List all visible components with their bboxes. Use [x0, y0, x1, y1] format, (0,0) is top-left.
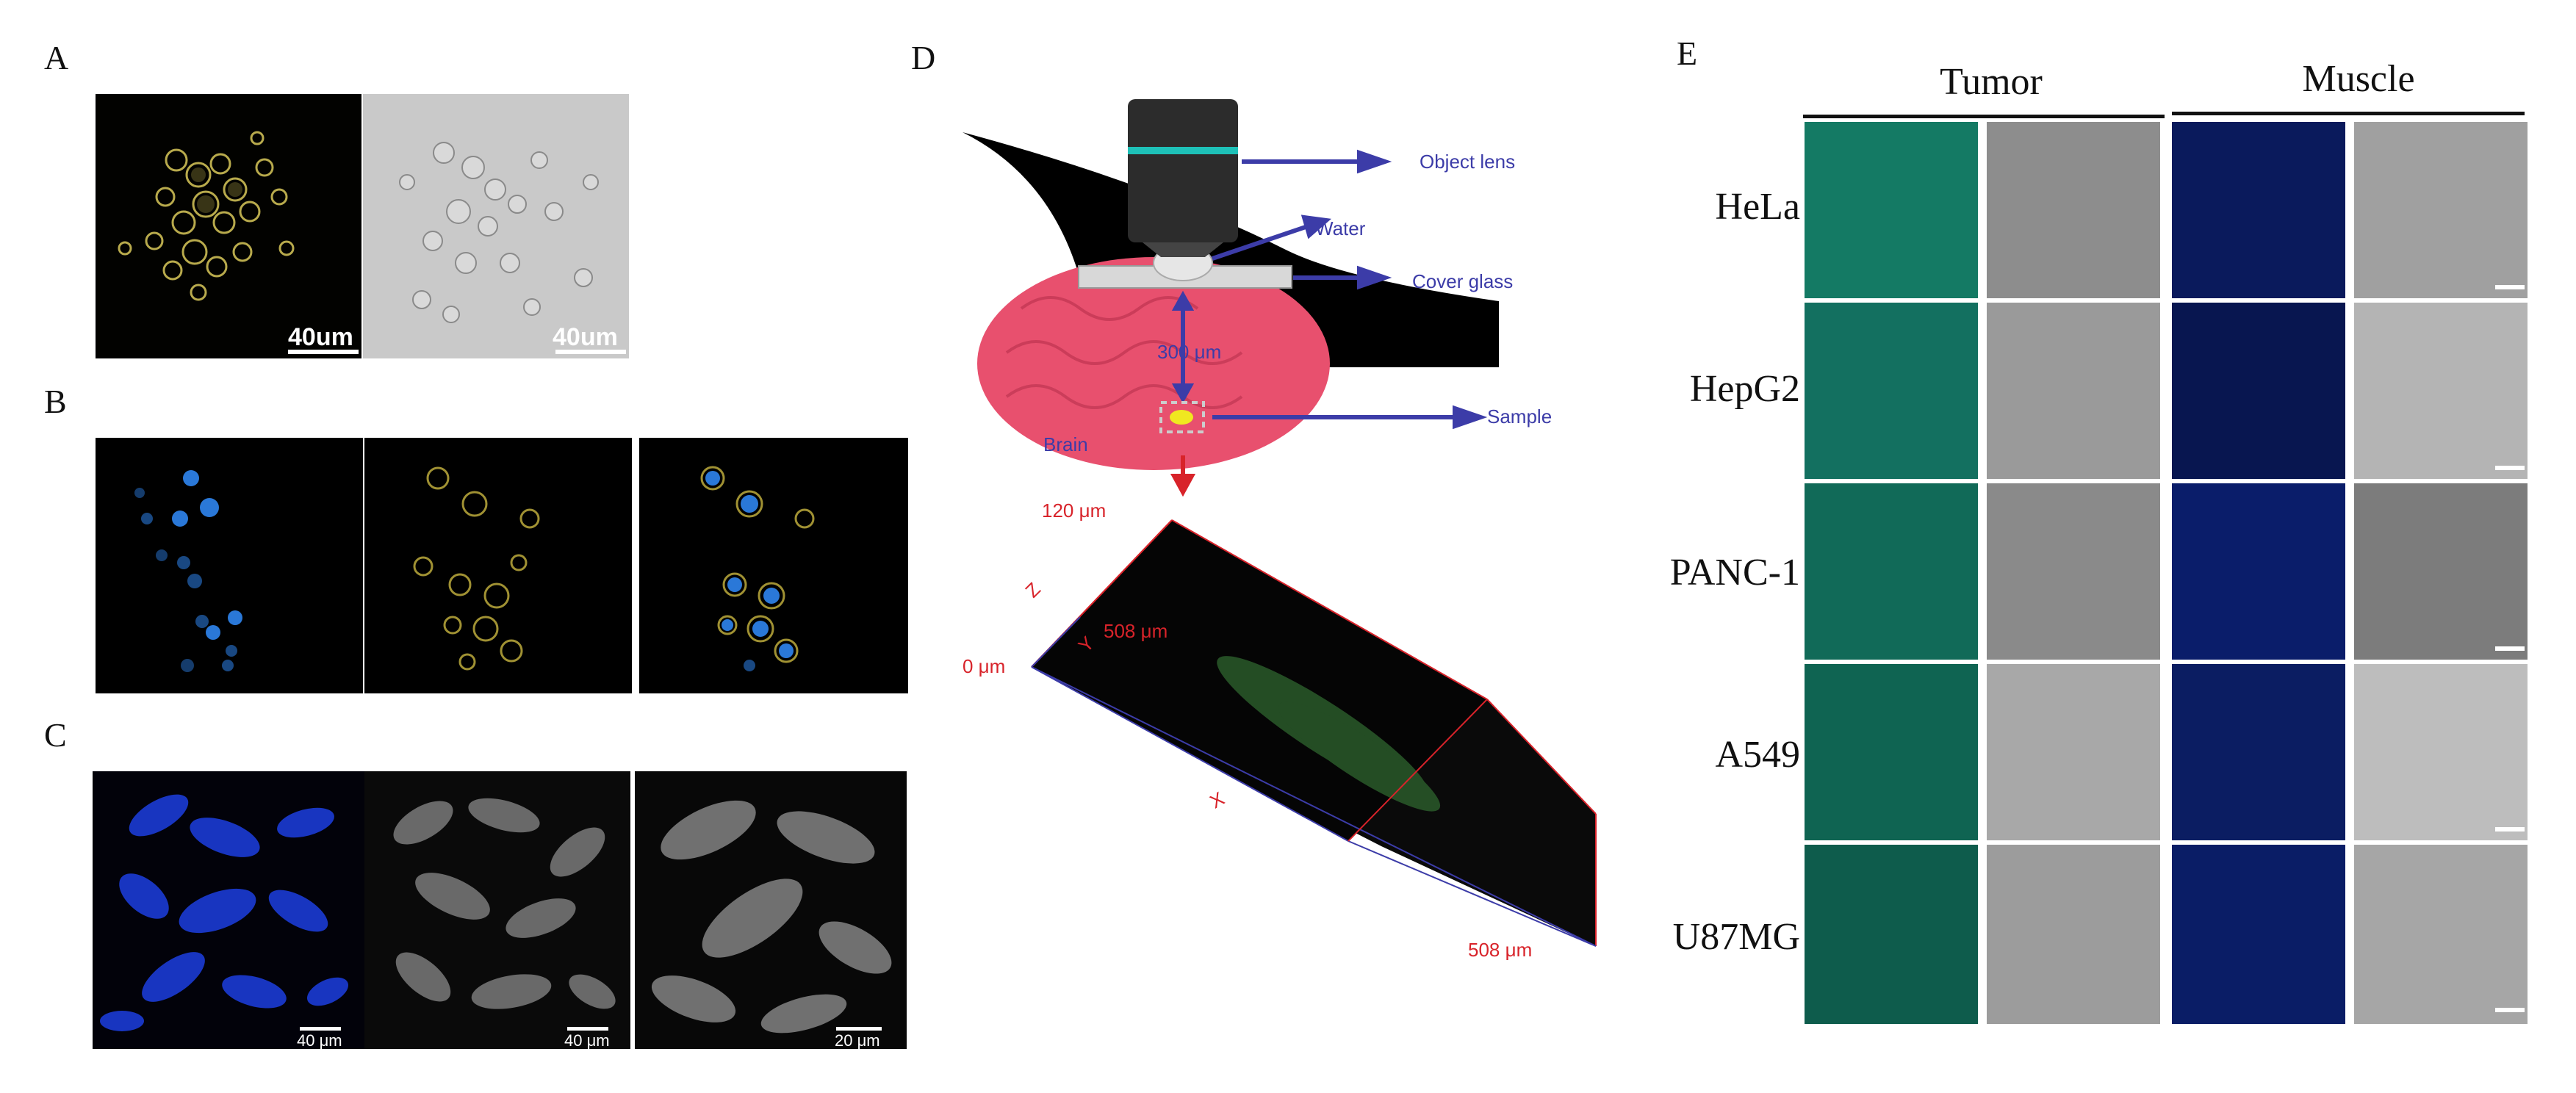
tissue-image-grid [1805, 122, 2532, 1025]
panel-label-b: B [44, 383, 67, 420]
panel-b-merge-image [639, 438, 908, 693]
tumor-rule [1803, 115, 2165, 118]
panel-label-e: E [1677, 35, 1698, 72]
tissue-image [2172, 664, 2345, 840]
row-label-hela: HeLa [1715, 186, 1800, 228]
scale-label: 40 μm [297, 1031, 342, 1050]
panel-c-gray-image-1 [364, 771, 630, 1049]
tissue-image [1805, 122, 1978, 298]
tissue-image [2354, 483, 2528, 660]
tissue-image [1805, 845, 1978, 1024]
scale-label: 40 μm [564, 1031, 610, 1050]
scale-bar [288, 350, 359, 354]
tissue-image [2172, 122, 2345, 298]
tissue-image [2354, 664, 2528, 840]
tissue-image [1987, 303, 2160, 479]
tissue-image [1987, 122, 2160, 298]
row-label-a549: A549 [1715, 734, 1800, 776]
tissue-image [1805, 303, 1978, 479]
scale-label: 40um [553, 323, 618, 351]
tissue-image [2354, 122, 2528, 298]
panel-c-blue-image [93, 771, 364, 1049]
scale-bar [836, 1027, 882, 1031]
tissue-image [1987, 483, 2160, 660]
object-lens-label: Object lens [1420, 151, 1516, 173]
row-label-hepg2: HepG2 [1689, 368, 1800, 410]
cover-glass-label: Cover glass [1412, 270, 1514, 292]
panel-a-brightfield-image [363, 94, 629, 358]
tissue-image [2172, 303, 2345, 479]
panel-label-c: C [44, 716, 67, 754]
scale-bar [2495, 466, 2525, 470]
muscle-rule [2172, 112, 2525, 115]
tissue-image [2354, 845, 2528, 1024]
row-label-u87mg: U87MG [1672, 916, 1800, 958]
panel-label-a: A [44, 39, 69, 76]
z-top-label: 120 μm [1042, 499, 1107, 522]
tissue-image [1987, 845, 2160, 1024]
tissue-image [2354, 303, 2528, 479]
tissue-image [1805, 664, 1978, 840]
y-length-label: 508 μm [1104, 620, 1168, 642]
x-length-label: 508 μm [1468, 939, 1533, 961]
scale-bar [2495, 646, 2525, 651]
tissue-image [2172, 845, 2345, 1024]
column-header-tumor: Tumor [1940, 61, 2043, 103]
scale-bar [555, 350, 626, 354]
scale-bar [567, 1027, 608, 1031]
panel-b-probe-image [364, 438, 632, 693]
panel-b-nucleus-image [96, 438, 363, 693]
row-label-panc1: PANC-1 [1669, 552, 1800, 594]
scale-bar [2495, 285, 2525, 289]
panel-a-fluorescence-image [96, 94, 361, 358]
brain-label: Brain [1043, 433, 1088, 455]
panel-label-d: D [911, 39, 936, 76]
depth-label: 300 μm [1157, 341, 1222, 363]
tissue-image [1805, 483, 1978, 660]
column-header-muscle: Muscle [2302, 58, 2415, 100]
origin-label: 0 μm [963, 655, 1006, 677]
scale-bar [2495, 827, 2525, 832]
volume-render [1014, 507, 1602, 977]
tissue-image [1987, 664, 2160, 840]
scale-bar [2495, 1008, 2525, 1012]
scale-label: 40um [288, 323, 353, 351]
sample-label: Sample [1487, 405, 1553, 428]
tissue-image [2172, 483, 2345, 660]
scale-bar [300, 1027, 341, 1031]
water-label: Water [1315, 217, 1366, 239]
scale-label: 20 μm [835, 1031, 880, 1050]
panel-c-gray-image-2 [635, 771, 907, 1049]
microscope-schematic [963, 88, 1580, 499]
